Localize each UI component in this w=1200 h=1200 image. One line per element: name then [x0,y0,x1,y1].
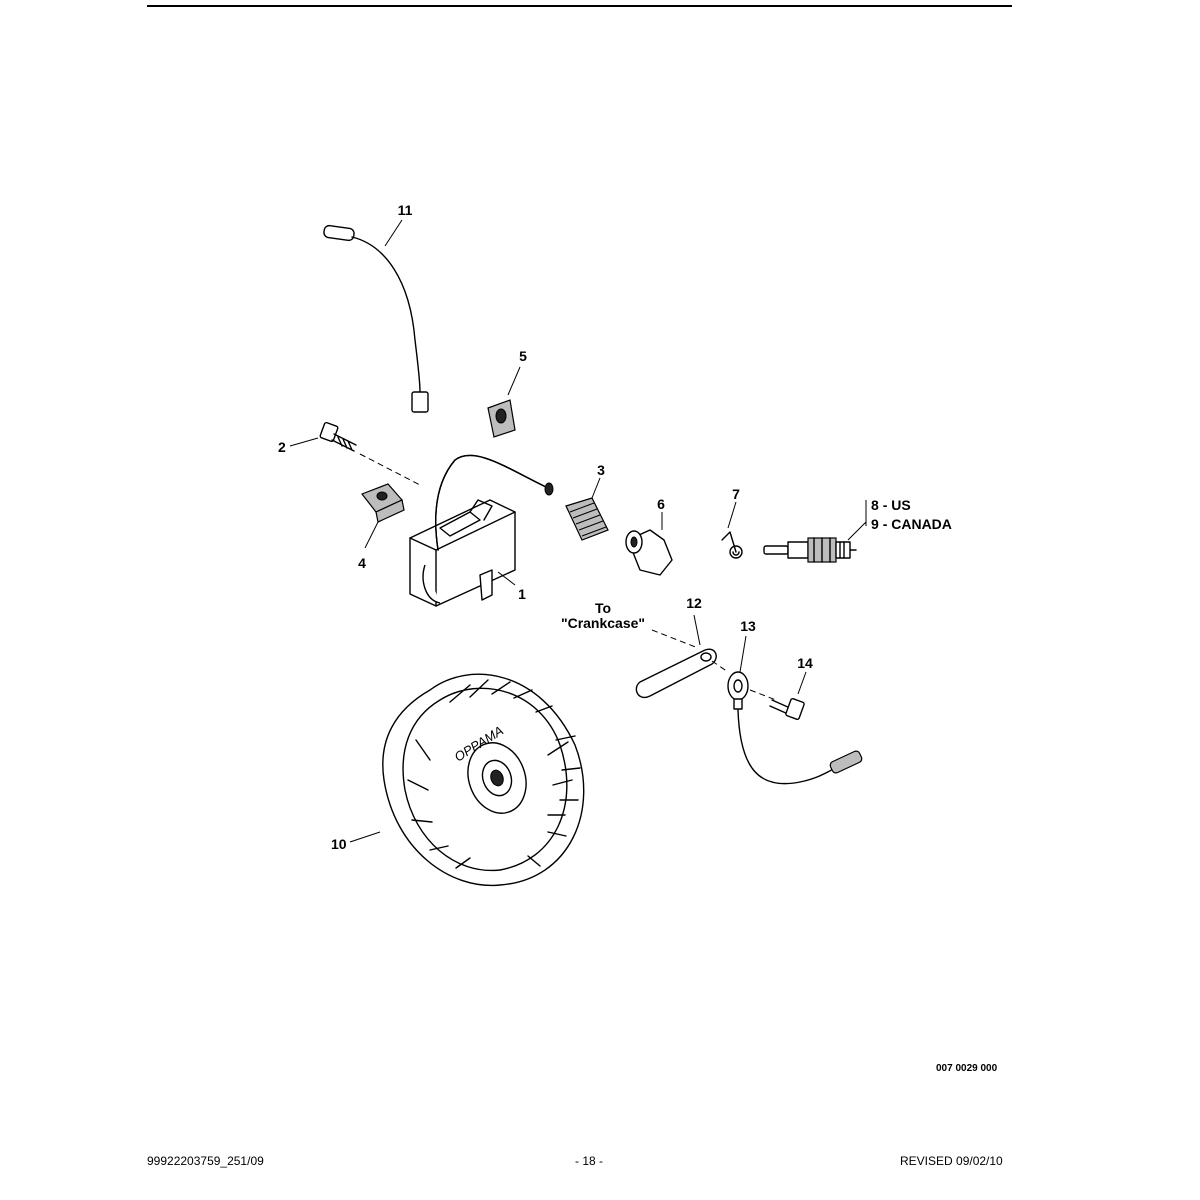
callout-9-canada: 9 - CANADA [871,517,952,531]
footer-revised-date: REVISED 09/02/10 [900,1154,1003,1168]
part-3-spring [565,477,609,541]
part-12-ground-plate [635,614,729,699]
part-8-9-spark-plug [763,500,867,563]
callout-14: 14 [797,655,813,671]
callout-10: 10 [331,836,347,852]
callout-11: 11 [397,202,413,218]
part-11-ground-wire [323,219,429,413]
callout-3: 3 [597,462,605,478]
callout-5: 5 [519,348,527,364]
part-14-screw [769,671,807,720]
part-1-ignition-coil [409,454,554,607]
part-5-grommet [487,366,521,438]
crankcase-annotation-line1: To [594,600,612,616]
callout-8-region: - US [882,497,911,513]
part-7-clip [721,501,743,559]
part-4-cushion [361,483,405,549]
footer-doc-number: 99922203759_251/09 [147,1154,264,1168]
callout-7: 7 [732,486,740,502]
callout-12: 12 [686,595,702,611]
callout-9-region: - CANADA [882,516,952,532]
callout-4: 4 [358,555,366,571]
callout-8-us: 8 - US [871,498,911,512]
top-rule [147,5,1012,7]
drawing-number: 007 0029 000 [936,1063,998,1074]
callout-13: 13 [740,618,756,634]
part-13-ground-lead [727,635,863,785]
part-6-spark-plug-boot [625,512,673,576]
footer-page-number: - 18 - [575,1154,604,1168]
callout-1: 1 [518,586,526,602]
part-10-flywheel: OPPAMA [349,673,585,887]
part-2-screw [289,421,421,486]
callout-2: 2 [278,439,286,455]
crankcase-annotation-line2: "Crankcase" [560,615,646,631]
callout-9: 9 [871,516,879,532]
callout-6: 6 [657,496,665,512]
callout-8: 8 [871,497,879,513]
